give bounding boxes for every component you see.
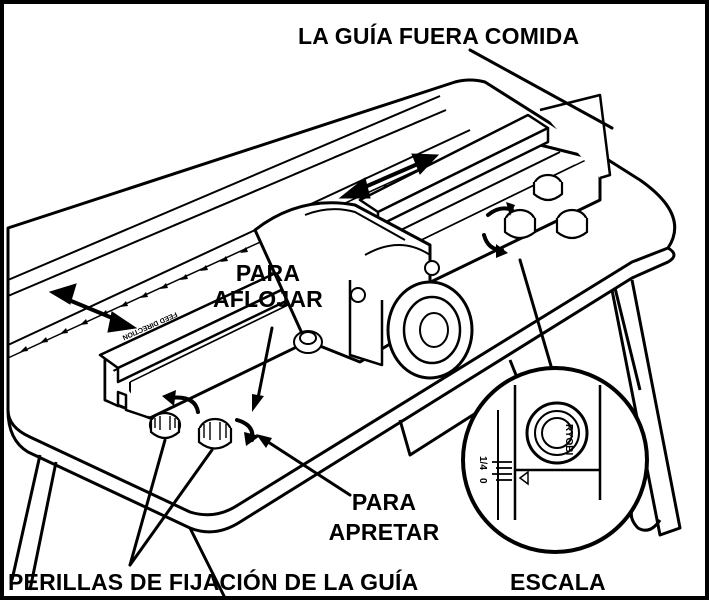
ruler-scale [13, 110, 445, 294]
router-guard [253, 201, 474, 380]
inset-scale-quarter: 1/4 [477, 456, 488, 470]
inset-knob [525, 401, 589, 465]
fence-lock-knob-right-1 [532, 173, 564, 202]
fence-lock-knob-right-3 [555, 208, 589, 240]
guard-knob [293, 330, 323, 354]
slide-arrows [48, 153, 440, 333]
fence-lock-knob-left-2 [197, 417, 233, 450]
label-scale: ESCALA [510, 569, 606, 595]
inset-scale-ticks [492, 461, 512, 481]
rotation-arrowheads [162, 202, 515, 446]
leader-arrowheads [252, 394, 272, 448]
label-tighten-line1: PARA [352, 489, 416, 515]
inset-brand: RYOBI [563, 424, 574, 456]
label-fence-off: LA GUÍA FUERA COMIDA [298, 22, 579, 49]
label-tighten-line2: APRETAR [329, 519, 440, 545]
fence-lock-knob-right-2 [503, 208, 537, 240]
label-knobs: PERILLAS DE FIJACIÓN DE LA GUÍA [8, 568, 418, 595]
label-loosen-line2: AFLOJAR [213, 286, 323, 312]
inset-pointer [518, 470, 529, 486]
fence-lock-knob-left-1 [148, 411, 182, 440]
scale-inset: RYOBI 1/4 0 [461, 366, 649, 554]
inset-scale-zero: 0 [477, 478, 488, 484]
label-loosen-line1: PARA [236, 260, 300, 286]
